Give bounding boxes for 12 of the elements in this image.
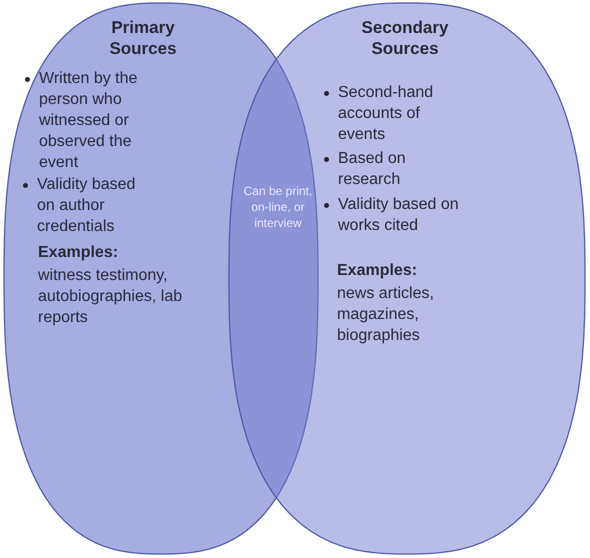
heading: Secondary Sources	[360, 17, 450, 59]
bullet-point: Second-hand accounts of events	[338, 83, 434, 145]
subheading: Examples:	[38, 243, 120, 263]
heading: Primary Sources	[108, 17, 178, 59]
example-list: witness testimony, autobiographies, lab reports	[38, 265, 188, 328]
bullet-point: Validity based on works cited	[338, 195, 460, 236]
bullet-point: Based on research	[338, 149, 407, 190]
bullet-point: Written by the person who witnessed or observed the event	[39, 69, 138, 173]
example-list: news articles, magazines, biographies	[337, 283, 447, 346]
overlap-label: Can be print, on-line, or interview	[242, 183, 314, 231]
bullet-point: Validity based on author credentials	[37, 175, 136, 237]
subheading: Examples:	[337, 261, 418, 281]
